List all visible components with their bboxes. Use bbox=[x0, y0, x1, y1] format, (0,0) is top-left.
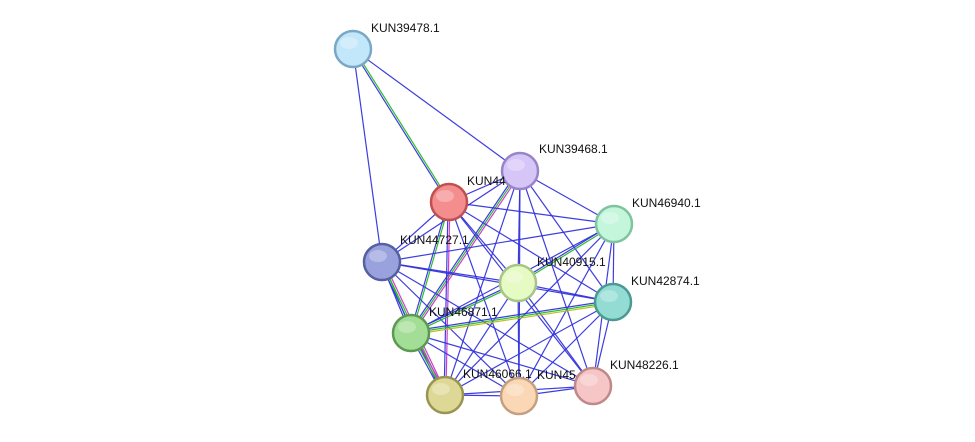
edge-evidence-line bbox=[448, 201, 615, 225]
node-highlight bbox=[436, 190, 454, 202]
node-label: KUN44 bbox=[467, 174, 506, 188]
node-kun46871-1[interactable]: KUN46871.1 bbox=[391, 305, 498, 353]
node-circle[interactable] bbox=[594, 204, 634, 244]
edge-evidence-line bbox=[444, 223, 615, 396]
edge-n3-n7 bbox=[448, 201, 614, 303]
edge-n1-n3 bbox=[351, 48, 451, 203]
edge-evidence-line bbox=[381, 261, 614, 303]
node-highlight bbox=[506, 384, 524, 396]
edge-n4-n11 bbox=[518, 223, 615, 397]
edge-n1-n5 bbox=[352, 48, 383, 263]
edge-n7-n11 bbox=[518, 301, 614, 397]
node-label: KUN44727.1 bbox=[400, 233, 469, 247]
edge-n2-n9 bbox=[519, 170, 594, 387]
node-highlight bbox=[340, 37, 358, 49]
node-circle[interactable] bbox=[573, 366, 613, 406]
node-kun46940-1[interactable]: KUN46940.1 bbox=[594, 196, 701, 244]
edge-evidence-line bbox=[411, 202, 451, 334]
edge-n7-n10 bbox=[444, 301, 614, 396]
edge-n8-n9 bbox=[410, 332, 594, 387]
node-kun40915-1[interactable]: KUN40915.1 bbox=[498, 255, 606, 303]
node-label: KUN40915.1 bbox=[537, 255, 606, 269]
node-label: KUN46871.1 bbox=[429, 305, 498, 319]
edge-evidence-line bbox=[410, 170, 521, 334]
node-highlight bbox=[398, 321, 416, 333]
node-circle[interactable] bbox=[499, 376, 539, 416]
edge-evidence-line bbox=[519, 170, 594, 387]
edge-evidence-line bbox=[448, 201, 520, 397]
edge-n2-n7 bbox=[519, 170, 614, 303]
node-label: KUN39478.1 bbox=[371, 21, 440, 35]
edge-evidence-line bbox=[410, 301, 614, 334]
node-circle[interactable] bbox=[498, 263, 538, 303]
node-circle[interactable] bbox=[500, 151, 540, 191]
edge-evidence-line bbox=[411, 303, 614, 336]
edge-evidence-line bbox=[409, 201, 449, 333]
edge-evidence-line bbox=[444, 301, 614, 396]
edge-evidence-line bbox=[443, 201, 449, 395]
edge-n6-n8 bbox=[410, 281, 519, 335]
edge-evidence-line bbox=[519, 170, 614, 303]
edge-evidence-line bbox=[445, 202, 451, 396]
edge-n6-n10 bbox=[444, 282, 519, 396]
node-label: KUN46940.1 bbox=[632, 196, 701, 210]
node-highlight bbox=[600, 290, 618, 302]
edge-evidence-line bbox=[410, 281, 518, 333]
edge-n5-n9 bbox=[381, 261, 594, 387]
edge-evidence-line bbox=[353, 48, 451, 202]
node-label: KUN42874.1 bbox=[631, 274, 700, 288]
node-label: KUN39468.1 bbox=[539, 142, 608, 156]
node-circle[interactable] bbox=[391, 313, 431, 353]
edge-n3-n10 bbox=[443, 201, 451, 396]
edge-evidence-line bbox=[410, 299, 613, 332]
node-circle[interactable] bbox=[333, 29, 373, 69]
node-kun48226-1[interactable]: KUN48226.1 bbox=[573, 358, 679, 406]
edge-n8-n11 bbox=[410, 332, 520, 397]
node-highlight bbox=[369, 250, 387, 262]
network-nodes: KUN39478.1KUN39468.1KUN44KUN46940.1KUN44… bbox=[333, 21, 701, 416]
edge-n3-n11 bbox=[448, 201, 520, 397]
edge-evidence-line bbox=[352, 48, 383, 263]
edge-evidence-line bbox=[411, 283, 519, 335]
node-circle[interactable] bbox=[425, 375, 465, 415]
edge-evidence-line bbox=[409, 169, 520, 333]
node-kun44[interactable]: KUN44 bbox=[429, 174, 506, 222]
node-label: KUN45 bbox=[537, 368, 576, 382]
node-circle[interactable] bbox=[362, 242, 402, 282]
node-kun45[interactable]: KUN45 bbox=[499, 368, 576, 416]
edge-n7-n8 bbox=[410, 299, 614, 336]
node-highlight bbox=[505, 271, 523, 283]
edge-n3-n8 bbox=[409, 201, 451, 334]
edge-n5-n7 bbox=[381, 261, 614, 303]
node-kun42874-1[interactable]: KUN42874.1 bbox=[593, 274, 700, 322]
node-kun39468-1[interactable]: KUN39468.1 bbox=[500, 142, 608, 191]
edge-evidence-line bbox=[410, 332, 520, 397]
edge-evidence-line bbox=[518, 301, 614, 397]
edge-evidence-line bbox=[518, 223, 615, 397]
edge-evidence-line bbox=[448, 201, 614, 303]
node-highlight bbox=[580, 374, 598, 386]
node-label: KUN48226.1 bbox=[610, 358, 679, 372]
edge-n2-n10 bbox=[444, 170, 521, 396]
node-highlight bbox=[507, 159, 525, 171]
node-circle[interactable] bbox=[593, 282, 633, 322]
edge-evidence-line bbox=[444, 282, 519, 396]
edge-evidence-line bbox=[352, 48, 521, 172]
node-kun44727-1[interactable]: KUN44727.1 bbox=[362, 233, 469, 282]
edge-n3-n4 bbox=[448, 201, 615, 225]
node-circle[interactable] bbox=[429, 182, 469, 222]
edge-n1-n2 bbox=[352, 48, 521, 172]
edge-evidence-line bbox=[410, 332, 594, 387]
edge-evidence-line bbox=[444, 170, 521, 396]
node-highlight bbox=[601, 212, 619, 224]
node-highlight bbox=[432, 383, 450, 395]
edge-evidence-line bbox=[381, 223, 615, 263]
node-kun39478-1[interactable]: KUN39478.1 bbox=[333, 21, 440, 69]
network-edges bbox=[351, 48, 615, 397]
edge-n4-n10 bbox=[444, 223, 615, 396]
edge-evidence-line bbox=[351, 49, 449, 203]
edge-evidence-line bbox=[381, 261, 594, 387]
edge-n4-n5 bbox=[381, 223, 615, 263]
